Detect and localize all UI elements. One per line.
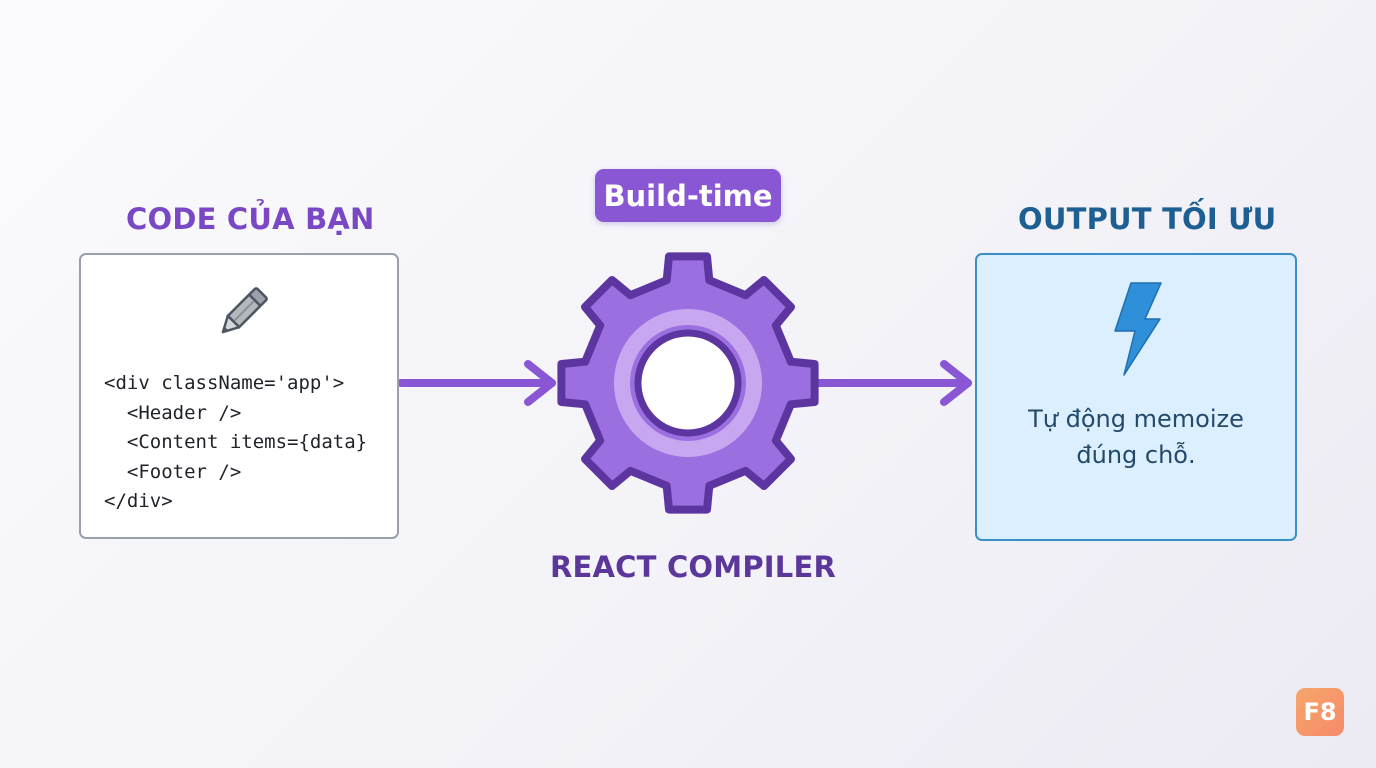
output-title: OUTPUT TỐI ƯU [1018,202,1277,236]
lightning-icon [1114,282,1162,376]
build-time-badge: Build-time [595,169,781,222]
code-snippet: <div className='app'> <Header /> <Conten… [104,369,367,517]
f8-logo: F8 [1296,688,1344,736]
output-card: Tự động memoize đúng chỗ. [975,253,1297,541]
code-card: <div className='app'> <Header /> <Conten… [79,253,399,539]
gear-icon [557,252,819,514]
code-line: <div className='app'> [104,372,345,394]
arrow-input-to-compiler [397,360,556,406]
output-text-line: Tự động memoize [1028,405,1244,433]
code-line: <Footer /> [104,460,242,483]
output-text-line: đúng chỗ. [1076,441,1196,469]
pencil-icon [221,287,268,334]
arrow-compiler-to-output [811,360,972,406]
input-title: CODE CỦA BẠN [126,202,375,236]
code-line: </div> [104,490,173,512]
output-description: Tự động memoize đúng chỗ. [977,401,1295,473]
code-line: <Content items={data} [104,431,368,453]
code-line: <Header /> [104,401,242,424]
compiler-title: REACT COMPILER [550,550,837,584]
